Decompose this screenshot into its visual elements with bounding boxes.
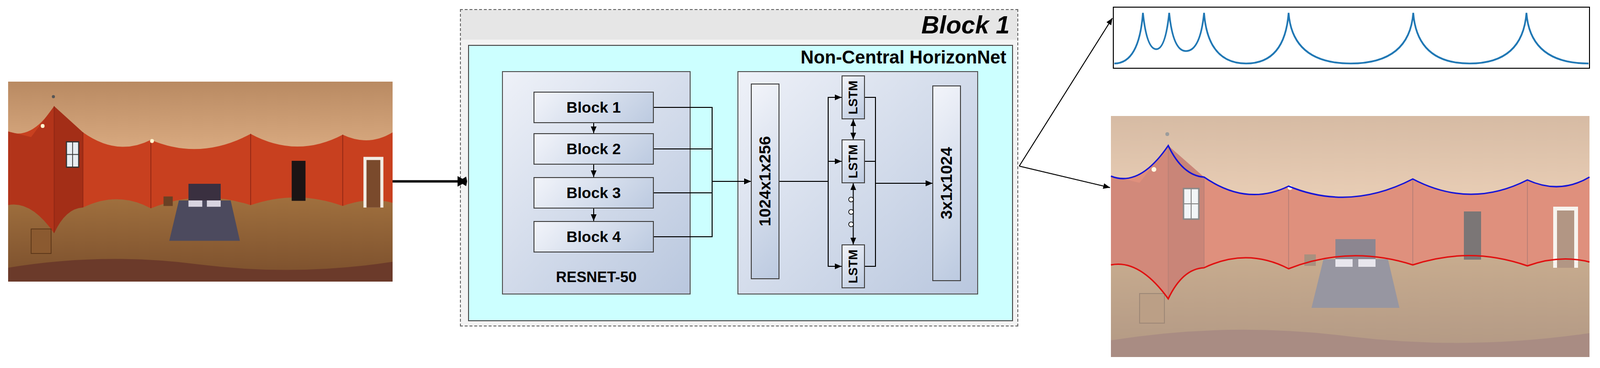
box-label: 1024x1x256: [756, 136, 774, 227]
box-label: 3x1x1024: [937, 147, 956, 220]
box-label: LSTM: [846, 249, 861, 284]
connector: [653, 181, 751, 237]
resnet-block: Block 3: [533, 177, 654, 209]
connector: [779, 181, 842, 267]
connector: [653, 181, 751, 193]
connector: [593, 164, 595, 178]
box-label: Block 1: [566, 98, 621, 117]
layout-lines: [1110, 145, 1590, 299]
connector: [593, 123, 595, 134]
input-arrow: [392, 180, 467, 183]
box-label: LSTM: [846, 80, 861, 115]
input-panorama: [8, 81, 393, 282]
connector: [864, 161, 933, 184]
backbone-box: RESNET-50 Block 1 Block 2 Block 3 Block 4: [501, 71, 691, 295]
ellipsis-dot: [848, 209, 854, 215]
connector: [779, 161, 842, 182]
plot: [1114, 12, 1589, 64]
output-arrow: [1019, 18, 1113, 167]
resnet-block: Block 4: [533, 221, 654, 253]
box-label: Block 2: [566, 139, 621, 159]
corner-probability-curve: [1114, 12, 1589, 64]
output-fade: [1110, 116, 1590, 358]
ellipsis-dot: [848, 222, 854, 227]
feature-map: 1024x1x256: [750, 83, 780, 280]
box-label: Block 4: [566, 227, 621, 246]
lstm-cell: LSTM: [841, 75, 865, 120]
output-map: 3x1x1024: [932, 85, 961, 282]
lstm-cell: LSTM: [841, 244, 865, 289]
resnet-block: Block 1: [533, 91, 654, 124]
connector: [653, 149, 751, 182]
heading-text: Block 1: [921, 10, 1018, 40]
heading-text: RESNET-50: [555, 268, 637, 287]
ellipsis-dot: [848, 197, 854, 203]
heading-text: Non-Central HorizonNet: [800, 46, 1007, 68]
connector: [864, 183, 933, 267]
floor-boundary: [1110, 255, 1590, 299]
model-block: Block 1 Non-Central HorizonNetRESNET-50 Bl…: [459, 9, 1019, 327]
connector: [779, 97, 842, 182]
plot-frame: [1113, 7, 1590, 69]
box-label: LSTM: [846, 144, 861, 179]
resnet-block: Block 2: [533, 133, 654, 165]
connector: [864, 97, 933, 184]
connector: [853, 119, 854, 140]
connector: [593, 208, 595, 222]
output-arrow: [1019, 166, 1110, 188]
output-panorama: [1110, 116, 1590, 358]
lstm-cell: LSTM: [841, 139, 865, 184]
input-arrowhead: [457, 176, 468, 187]
box-label: Block 3: [566, 183, 621, 203]
ceiling-boundary: [1110, 145, 1590, 198]
connector: [653, 107, 751, 182]
